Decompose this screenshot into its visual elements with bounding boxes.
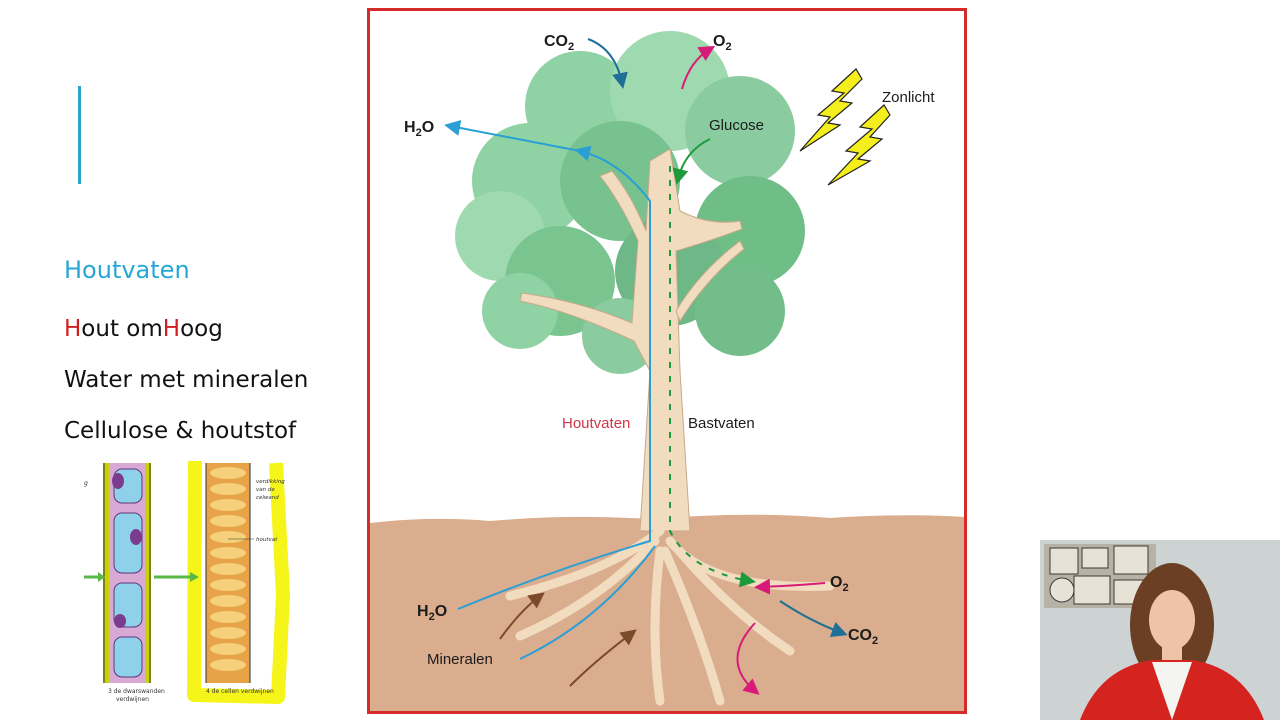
label-co2-top: CO2 [544,33,575,54]
label-houtvaten: Houtvaten [562,415,631,432]
caption-4: 4 de cellen verdwijnen [206,688,274,695]
label-h2o-top: H2O [404,119,435,140]
label-glucose: Glucose [709,117,765,134]
webcam-presenter [1040,540,1280,720]
tree-transport-diagram: CO2 O2 Zonlicht H2O Glucose Houtvaten Ba… [367,8,967,714]
annot-van-de: van de [256,487,275,493]
tree-roots [505,526,835,706]
label-bastvaten: Bastvaten [688,415,755,432]
bullet-hout-omhoog: Hout omHoog [64,316,223,342]
label-co2-bottom: CO2 [848,627,879,648]
slide-heading: Houtvaten [64,256,190,284]
label-mineralen: Mineralen [427,651,493,668]
vessel-cells-figure: g 3 de dwarswanden verdwijnen [78,455,298,717]
label-o2-bottom: O2 [830,574,849,595]
tree-trunk [519,148,745,532]
annot-celwand: celwand [256,495,279,501]
accent-bar [78,86,81,184]
bullet-cellulose-houtstof: Cellulose & houtstof [64,418,297,444]
letter-h-1: H [64,316,82,342]
text-oog: oog [180,316,223,342]
caption-3-line2: verdwijnen [116,696,149,703]
text-out-om: out om [81,316,163,342]
tree-canopy [455,31,805,374]
label-zonlicht: Zonlicht [882,89,935,106]
sunlight-icon [799,68,891,186]
bullet-water-met-mineralen: Water met mineralen [64,367,309,393]
annot-verdikking: verdikking [256,479,285,485]
annot-houtvat: houtvat [256,537,278,543]
label-o2-top: O2 [713,33,732,54]
label-h2o-bottom: H2O [417,603,448,624]
caption-3-line1: 3 de dwarswanden [108,688,165,695]
figure-letter: g [84,480,88,487]
letter-h-2: H [162,316,181,342]
